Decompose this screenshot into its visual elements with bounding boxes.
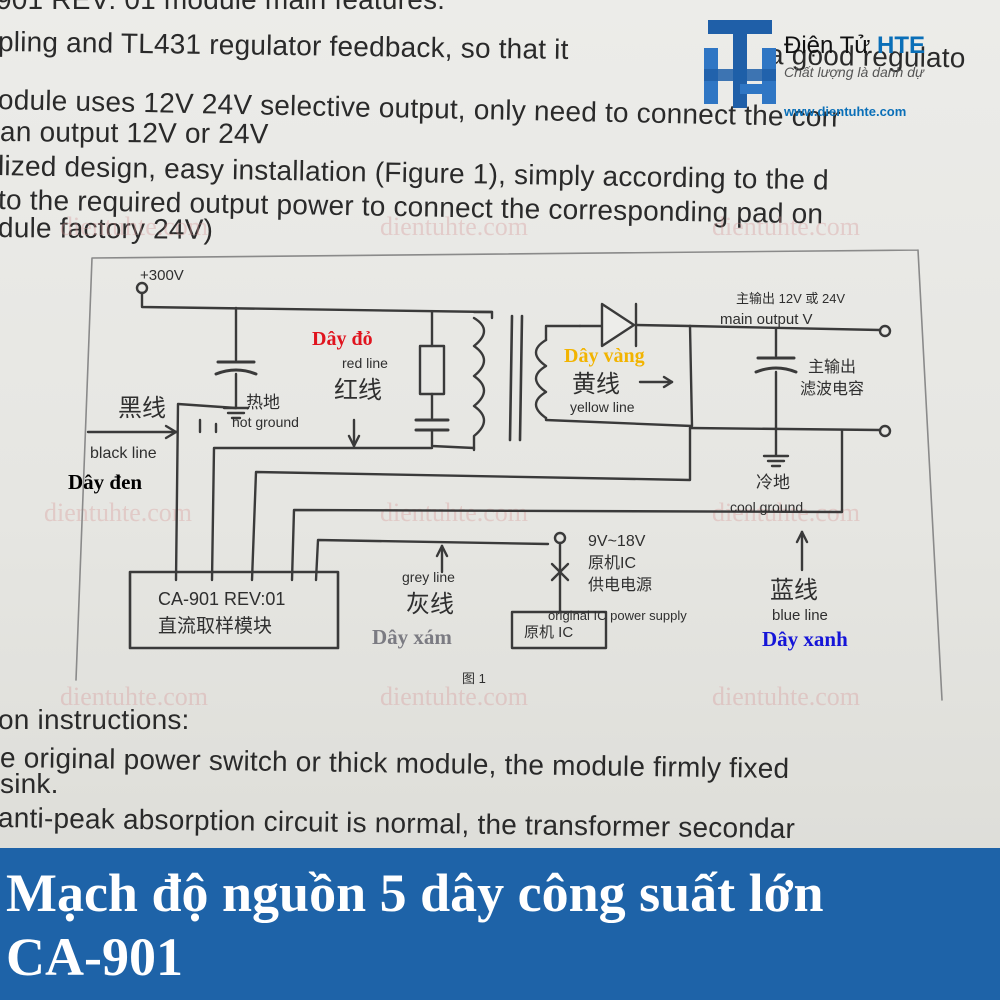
figure-frame bbox=[75, 249, 943, 701]
watermark: dientuhte.com bbox=[60, 212, 209, 241]
annotation-grey: Dây xám bbox=[372, 625, 452, 649]
logo-brand-main: Điện Tử bbox=[784, 32, 877, 59]
logo-slogan: Chất lượng là danh dự bbox=[784, 64, 924, 80]
label-red-line-cn: 红线 bbox=[334, 377, 382, 404]
logo-brand-accent: HTE bbox=[877, 32, 925, 59]
label-filter-cap-2: 滤波电容 bbox=[800, 380, 864, 398]
watermark: dientuhte.com bbox=[380, 498, 529, 527]
label-ic-supply-cn-1: 原机IC bbox=[588, 554, 636, 572]
watermark: dientuhte.com bbox=[712, 682, 861, 711]
label-hot-ground-en: hot ground bbox=[232, 414, 299, 430]
logo-brand: Điện Tử HTE bbox=[784, 32, 925, 60]
banner-title-line-1: Mạch độ nguồn 5 dây công suất lớn bbox=[6, 863, 824, 923]
label-supply-voltage: 9V~18V bbox=[588, 533, 646, 550]
label-module-desc: 直流取样模块 bbox=[158, 615, 272, 637]
annotation-black: Dây đen bbox=[68, 470, 142, 494]
rail-300v bbox=[140, 291, 494, 314]
banner-title-line-2: CA-901 bbox=[6, 927, 183, 987]
module-box bbox=[128, 570, 340, 650]
label-ic-supply-cn-2: 供电电源 bbox=[588, 576, 652, 594]
label-ic-supply-en: original IC power supply bbox=[548, 608, 687, 623]
label-yellow-line-cn: 黄线 bbox=[572, 371, 620, 398]
watermark: dientuhte.com bbox=[712, 212, 861, 241]
annotation-blue: Dây xanh bbox=[762, 627, 848, 651]
annotation-yellow: Dây vàng bbox=[564, 345, 645, 367]
original-ic-box bbox=[510, 610, 608, 650]
watermark: dientuhte.com bbox=[380, 212, 529, 241]
label-cool-ground-en: cool ground bbox=[730, 499, 803, 515]
label-main-output-en: main output V bbox=[720, 311, 813, 328]
watermark: dientuhte.com bbox=[60, 682, 209, 711]
brand-logo: Điện Tử HTE Chất lượng là danh dự www.di… bbox=[700, 14, 1000, 124]
label-hot-ground-cn: 热地 bbox=[246, 393, 280, 412]
instruction-line-3: sink. bbox=[0, 768, 59, 799]
instruction-line-1: on instructions: bbox=[0, 704, 190, 735]
watermark: dientuhte.com bbox=[44, 498, 193, 527]
label-main-output-cn: 主输出 12V 或 24V bbox=[736, 291, 845, 306]
label-original-ic: 原机 IC bbox=[524, 624, 573, 641]
label-blue-line-en: blue line bbox=[772, 607, 828, 624]
label-grey-line-en: grey line bbox=[402, 569, 455, 585]
label-module-name: CA-901 REV:01 bbox=[158, 589, 285, 609]
logo-url: www.dientuhte.com bbox=[784, 104, 907, 119]
title-banner: Mạch độ nguồn 5 dây công suất lớn CA-901 bbox=[0, 848, 1000, 1000]
feature-line-1: 901 REV: 01 module main features: bbox=[0, 0, 445, 16]
annotation-red: Dây đỏ bbox=[312, 328, 373, 350]
label-blue-line-cn: 蓝线 bbox=[770, 577, 818, 604]
label-grey-line-cn: 灰线 bbox=[406, 591, 454, 618]
label-figure: 图 1 bbox=[462, 671, 486, 686]
circuit-diagram: +300V 主输出 12V 或 24V main output V 主输出 滤波… bbox=[68, 249, 943, 701]
label-yellow-line-en: yellow line bbox=[570, 399, 635, 415]
watermark: dientuhte.com bbox=[380, 682, 529, 711]
label-300v: +300V bbox=[140, 267, 184, 284]
hte-logo-icon bbox=[704, 20, 776, 108]
label-filter-cap-1: 主输出 bbox=[808, 358, 856, 376]
document-photo: 901 REV: 01 module main features: pling … bbox=[0, 0, 1000, 848]
label-black-line-en: black line bbox=[90, 445, 157, 462]
label-red-line-en: red line bbox=[342, 355, 388, 371]
label-cool-ground-cn: 冷地 bbox=[756, 473, 790, 492]
label-black-line-cn: 黑线 bbox=[118, 395, 166, 422]
